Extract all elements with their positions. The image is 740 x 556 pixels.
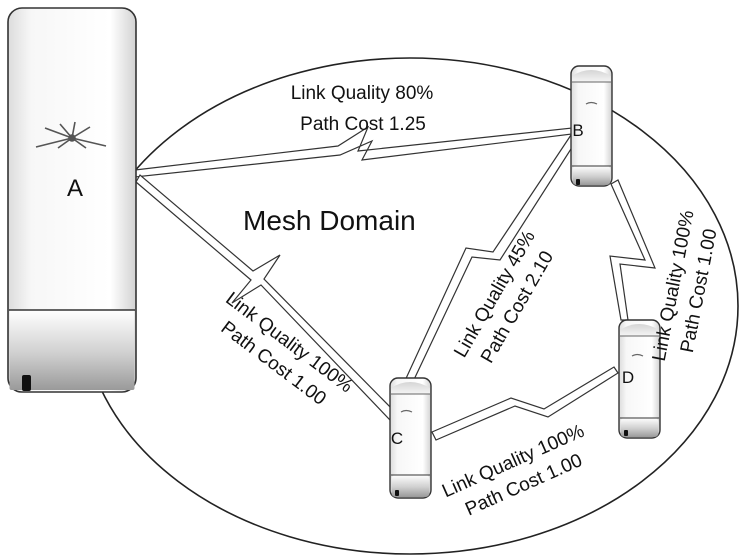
node-c-logo-icon	[400, 409, 413, 413]
node-c-label: C	[391, 429, 403, 448]
link-b-d	[609, 179, 656, 321]
node-a-logo-icon	[35, 121, 107, 149]
node-b-device: B	[570, 65, 613, 187]
node-d-logo-icon	[631, 353, 644, 357]
node-b-label: B	[572, 121, 583, 140]
node-a-label: A	[67, 175, 83, 202]
node-c-device: C	[389, 377, 432, 499]
node-b-logo-icon	[585, 101, 598, 105]
link-a-b-cost: Path Cost 1.25	[300, 114, 426, 135]
mesh-domain-label: Mesh Domain	[243, 205, 416, 236]
node-a-device: A	[7, 7, 137, 393]
link-c-d	[431, 366, 619, 441]
node-d-label: D	[622, 368, 634, 387]
link-a-b-quality: Link Quality 80%	[291, 83, 434, 104]
node-d-device: D	[618, 319, 661, 439]
